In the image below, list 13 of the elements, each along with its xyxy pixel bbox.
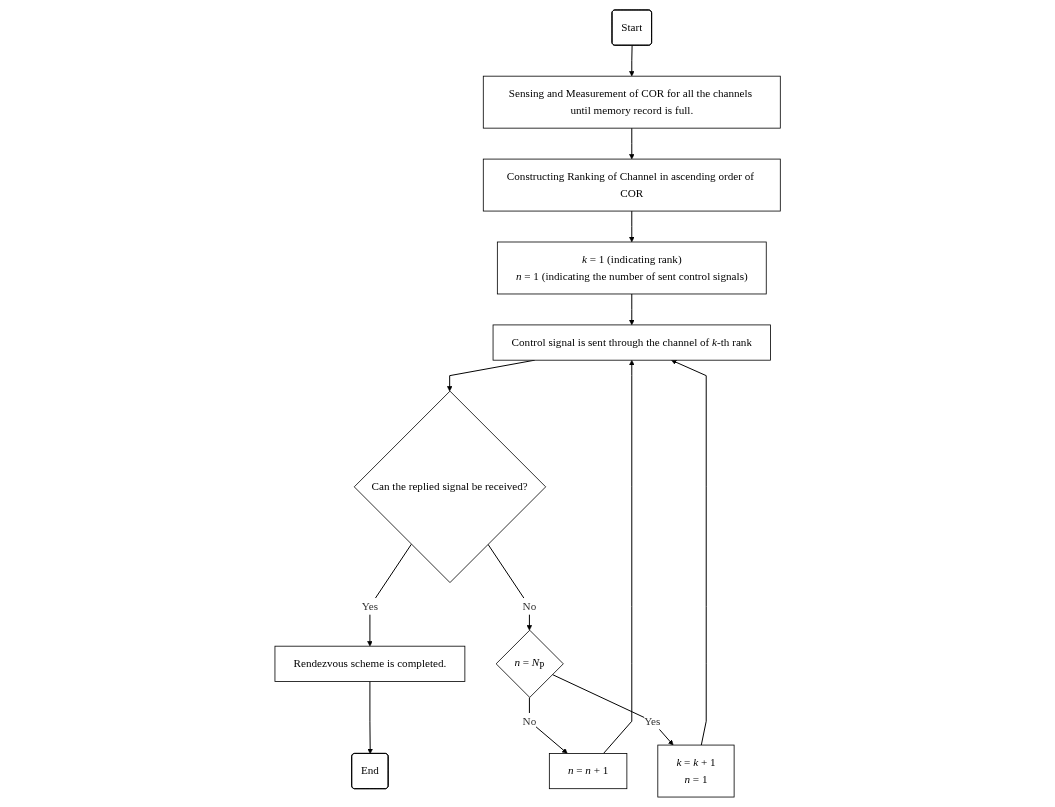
node-box: k = k + 1 n = 1 [657,744,735,798]
node-box: Sensing and Measurement of COR for all the channels until memory record is full. [482,75,781,129]
edge-label: No [522,599,537,613]
node-diamond: Can the replied signal be received? [353,390,546,583]
edge-label: No [522,714,537,728]
node-diamond: n = N$_{P}$ [495,629,564,698]
node-box: Control signal is sent through the channel of k-th rank [492,324,771,361]
edge-label: Yes [361,599,378,613]
node-box: Constructing Ranking of Channel in ascending order of COR [482,158,781,212]
node-box: n = n + 1 [548,753,628,790]
edge-label: Yes [644,714,661,728]
node-box: Rendezvous scheme is completed. [274,645,466,682]
node-box: k = 1 (indicating rank) n = 1 (indicating the number of sent control signals) [496,241,767,295]
